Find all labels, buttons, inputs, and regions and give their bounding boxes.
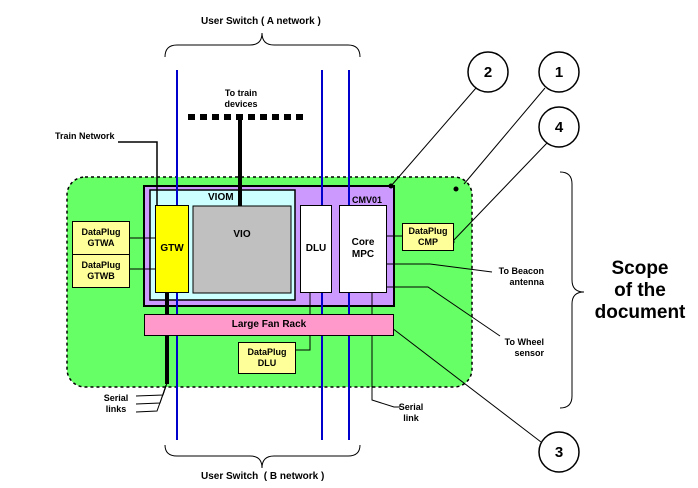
- serial-link-label: Serial link: [394, 402, 428, 424]
- callout-leader-1: [463, 87, 546, 185]
- core-mpc-label-line2: MPC: [351, 249, 375, 260]
- to-wheel-line2: sensor: [514, 348, 544, 358]
- scope-dot: [453, 186, 459, 192]
- serial-link-line2: link: [403, 413, 419, 423]
- large-fan-rack: Large Fan Rack: [144, 314, 394, 336]
- callout-3: 3: [554, 443, 564, 461]
- serial-link-2: [135, 384, 167, 405]
- serial-link-line1: Serial: [398, 402, 424, 412]
- top-brace: [164, 32, 361, 58]
- dataplug-dlu-box: DataPlug DLU: [238, 342, 296, 374]
- to-beacon-line1: To Beacon: [498, 266, 544, 276]
- dataplug-gtwb-line1: DataPlug: [81, 260, 121, 270]
- core-mpc-label-line1: Core: [351, 237, 375, 248]
- right-brace: [559, 171, 585, 409]
- large-fan-rack-label: Large Fan Rack: [231, 319, 307, 330]
- core-mpc-box: Core MPC: [339, 205, 387, 293]
- callout-leader-4: [451, 142, 548, 243]
- to-beacon-antenna-label: To Beacon antenna: [492, 266, 544, 288]
- serial-links-label: Serial links: [96, 393, 136, 415]
- serial-links-line2: links: [105, 404, 127, 414]
- dataplug-gtwa-box: DataPlug GTWA: [72, 221, 130, 255]
- dataplug-gtwb-box: DataPlug GTWB: [72, 254, 130, 288]
- callout-circle-4: [538, 106, 580, 148]
- switch-b-label: User Switch ( B network ): [201, 471, 325, 482]
- core-serial-link: [371, 293, 400, 408]
- bottom-brace: [164, 444, 361, 469]
- gtw-box: GTW: [155, 205, 189, 293]
- train-network-line: [118, 141, 158, 205]
- dataplug-dlu-line2: DLU: [257, 358, 277, 368]
- wheel-link: [387, 286, 501, 337]
- scope-line3: document: [594, 302, 686, 323]
- serial-link-3: [135, 385, 167, 413]
- dataplug-cmp-line2: CMP: [417, 237, 438, 247]
- to-train-devices-line1: To train: [224, 88, 258, 98]
- callout-circle-2: [467, 51, 509, 93]
- dlu-link: [296, 293, 311, 351]
- dlu-label: DLU: [305, 243, 327, 254]
- callout-2: 2: [483, 63, 493, 81]
- to-train-devices-label: To train devices: [216, 88, 266, 110]
- callout-4: 4: [554, 118, 564, 136]
- dataplug-cmp-box: DataPlug CMP: [402, 223, 454, 251]
- switch-a-label: User Switch ( A network ): [201, 16, 321, 27]
- gtw-label: GTW: [160, 243, 184, 254]
- callout-leader-3: [391, 327, 542, 443]
- dataplug-gtwa-line2: GTWA: [87, 238, 115, 248]
- scope-line1: Scope: [611, 258, 669, 279]
- dataplug-dlu-line1: DataPlug: [247, 347, 287, 357]
- dlu-box: DLU: [300, 205, 332, 293]
- cmv01-dot: [388, 183, 394, 189]
- serial-links-line1: Serial: [103, 393, 129, 403]
- to-wheel-sensor-label: To Wheel sensor: [496, 337, 544, 359]
- callout-circle-3: [538, 431, 580, 473]
- to-train-devices-line2: devices: [224, 99, 258, 109]
- viom-label: VIOM: [208, 192, 234, 203]
- callout-1: 1: [554, 63, 564, 81]
- cmv01-label: CMV01: [352, 195, 383, 205]
- to-wheel-line1: To Wheel: [504, 337, 544, 347]
- dataplug-gtwb-line2: GTWB: [87, 271, 115, 281]
- to-beacon-line2: antenna: [509, 277, 544, 287]
- callout-circle-1: [538, 51, 580, 93]
- dataplug-cmp-line1: DataPlug: [408, 226, 448, 236]
- dataplug-gtwa-line1: DataPlug: [81, 227, 121, 237]
- beacon-link: [387, 263, 493, 273]
- vio-box: [192, 205, 292, 294]
- scope-label: Scope of the document: [586, 258, 694, 324]
- scope-line2: of the: [614, 280, 666, 301]
- vio-label: VIO: [233, 229, 251, 240]
- callout-leader-2: [390, 87, 477, 187]
- train-network-label: Train Network: [55, 131, 115, 141]
